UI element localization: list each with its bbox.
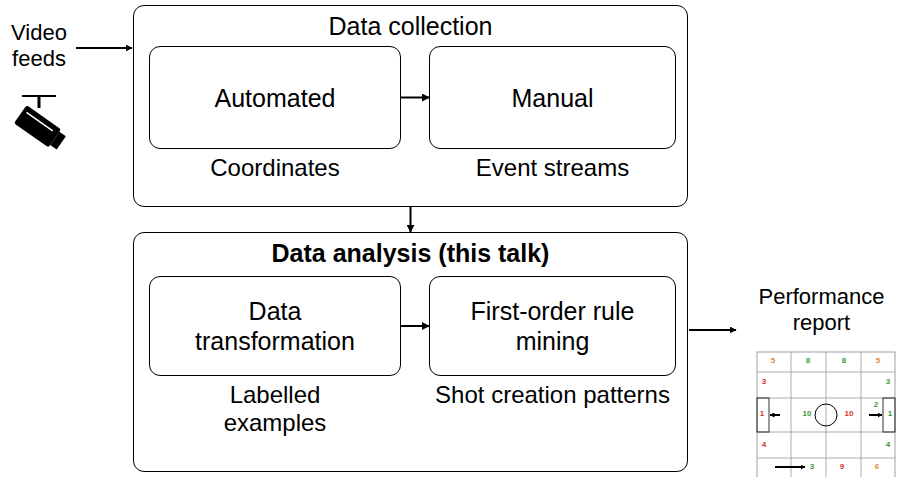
pitch-outline: [757, 352, 895, 477]
zone-number: 3: [882, 377, 894, 387]
zone-number: 8: [802, 356, 814, 366]
flow-arrow: [401, 325, 429, 327]
box-content: First-order rule mining: [430, 277, 675, 375]
box-label: Manual: [512, 83, 594, 113]
pitch-thumbnail: [757, 352, 895, 477]
box-content: Automated: [150, 47, 400, 148]
zone-number: 1: [757, 409, 767, 419]
pitch-arrow: [869, 414, 882, 416]
group-heading: Data analysis (this talk): [134, 238, 687, 268]
box-label: First-order rule mining: [468, 296, 638, 356]
camera-icon: [14, 96, 68, 152]
zone-number: 2: [871, 400, 881, 410]
pitch-arrow: [770, 414, 780, 416]
input-arrow: [76, 47, 132, 49]
box-label: Data transformation: [185, 296, 365, 356]
group-box: Data collectionAutomatedCoordinatesManua…: [133, 5, 688, 207]
pitch-arrow: [775, 466, 805, 468]
camera-stripe: [26, 112, 52, 130]
zone-number: 3: [758, 377, 770, 387]
process-box: Data transformationLabelled examples: [149, 276, 401, 376]
box-content: Data transformation: [150, 277, 400, 375]
process-box: First-order rule miningShot creation pat…: [429, 276, 676, 376]
camera-lens: [50, 132, 66, 150]
zone-number: 4: [882, 440, 894, 450]
grid-line: [757, 398, 895, 399]
zone-number: 4: [758, 440, 770, 450]
zone-number: 9: [836, 462, 848, 472]
centre-circle: [815, 404, 837, 426]
output-arrow: [689, 329, 736, 331]
grid-line: [757, 372, 895, 373]
zone-number: 10: [800, 409, 814, 419]
process-box: ManualEvent streams: [429, 46, 676, 149]
group-box: Data analysis (this talk) Data transforma…: [133, 232, 688, 472]
box-caption: Coordinates: [155, 154, 395, 182]
penalty-box: [757, 398, 769, 432]
zone-number: 8: [838, 356, 850, 366]
penalty-box: [883, 398, 895, 432]
zone-number: 3: [806, 462, 818, 472]
box-content: Manual: [430, 47, 675, 148]
process-box: AutomatedCoordinates: [149, 46, 401, 149]
camera-mount: [38, 96, 41, 108]
box-caption: Shot creation patterns: [418, 381, 688, 409]
zone-number: 5: [872, 356, 884, 366]
flow-arrow: [410, 207, 412, 232]
zone-number: 10: [842, 409, 856, 419]
zone-number: 1: [885, 409, 895, 419]
box-label: Automated: [215, 83, 336, 113]
group-heading: Data collection: [134, 11, 687, 41]
flow-arrow: [401, 97, 429, 99]
zone-number: 5: [767, 356, 779, 366]
grid-line: [757, 458, 895, 459]
input-label: Video feeds: [2, 20, 76, 72]
box-caption: Labelled examples: [210, 381, 340, 437]
output-label: Performance report: [738, 284, 905, 336]
camera-body: [14, 105, 68, 152]
box-caption: Event streams: [433, 154, 673, 182]
zone-number: 6: [871, 462, 883, 472]
grid-line: [757, 432, 895, 433]
